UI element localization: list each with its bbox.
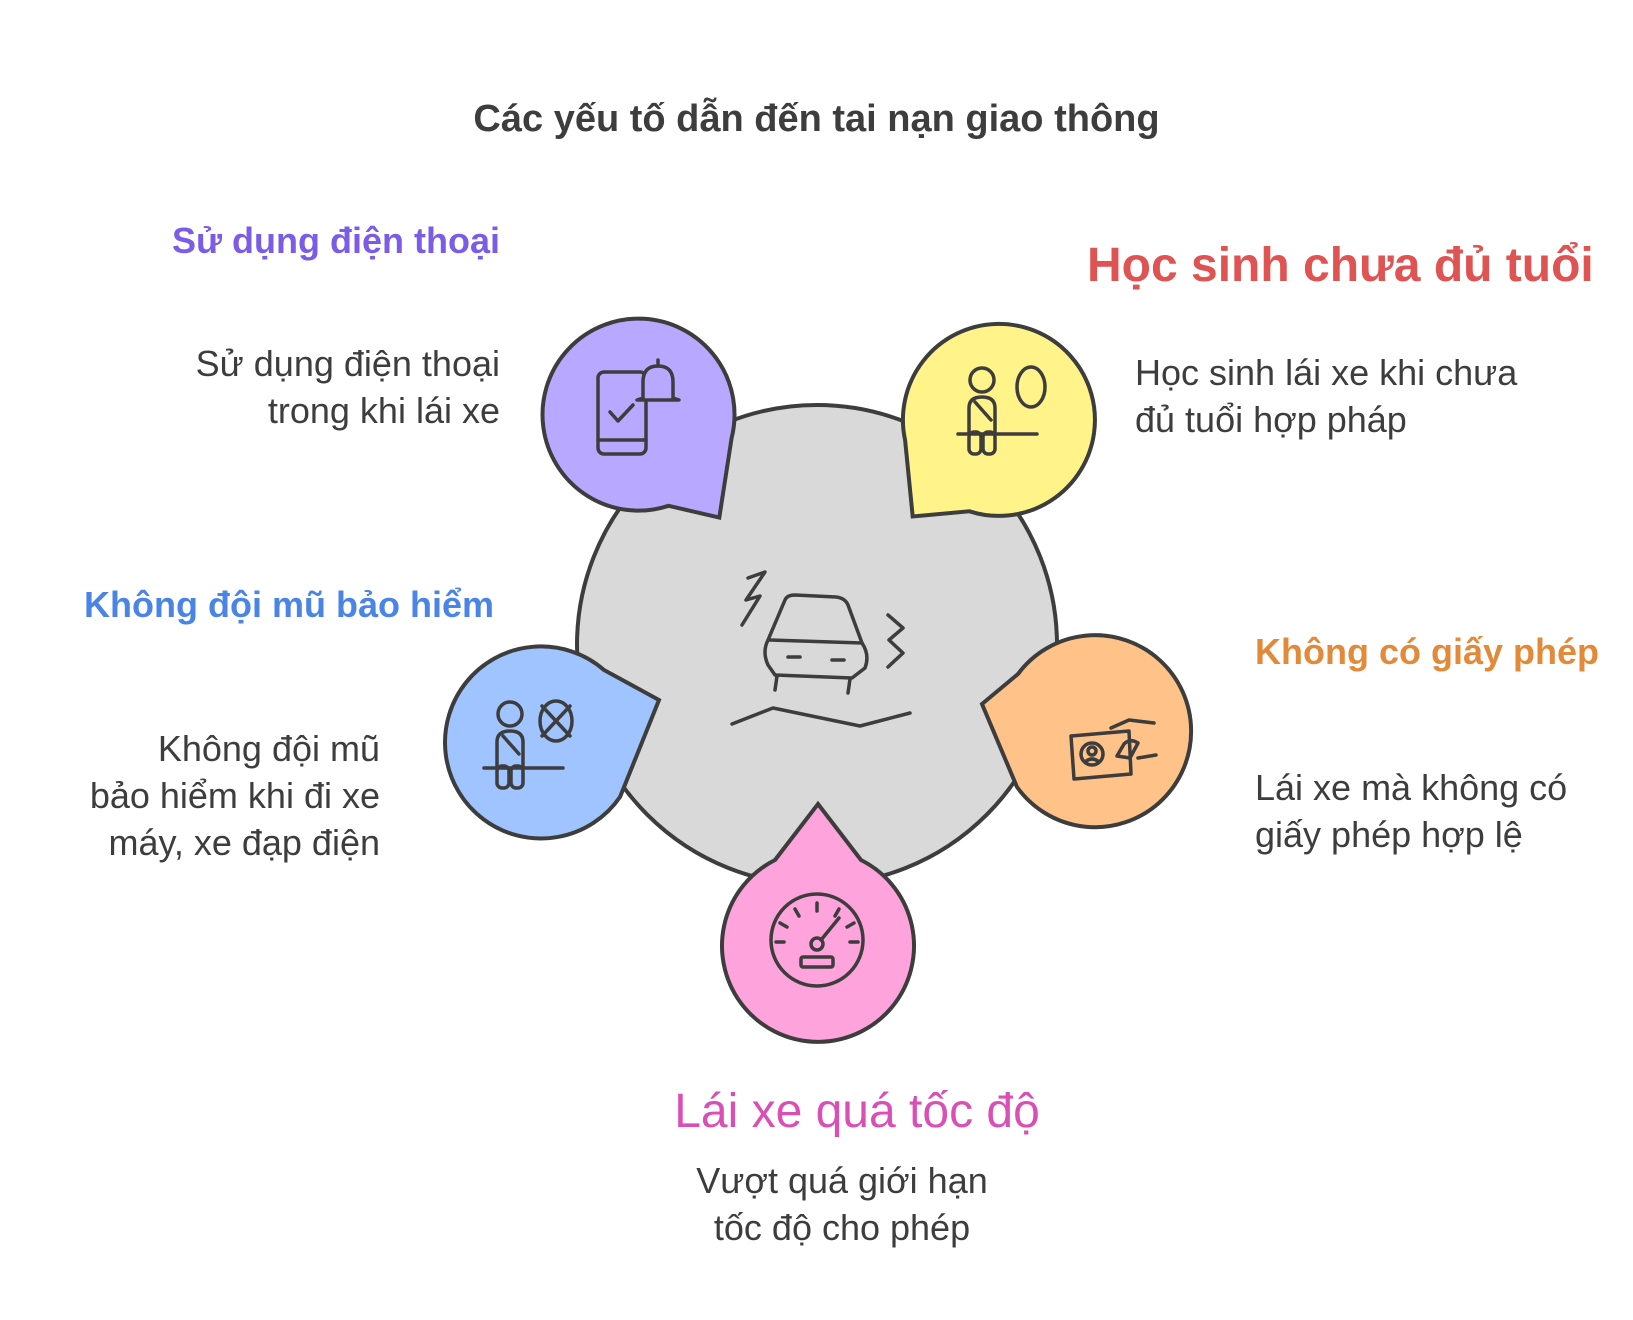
helmet-desc-line-3: máy, xe đạp điện [108, 822, 381, 863]
car-crash-icon [730, 570, 912, 728]
license-card-icon [1069, 718, 1158, 781]
helmet-desc-line-2: bảo hiểm khi đi xe [89, 775, 380, 816]
helmet-description: Không đội mũ bảo hiểm khi đi xe máy, xe … [20, 725, 380, 866]
helmet-heading: Không đội mũ bảo hiểm [84, 584, 494, 625]
phone-bell-icon [596, 358, 681, 456]
license-desc-line-1: Lái xe mà không có [1255, 767, 1568, 808]
no-helmet-icon [482, 699, 574, 790]
speed-desc-line-1: Vượt quá giới hạn [696, 1160, 988, 1201]
license-description: Lái xe mà không có giấy phép hợp lệ [1255, 764, 1567, 858]
phone-teardrop [540, 316, 737, 521]
license-heading: Không có giấy phép [1255, 631, 1600, 672]
helmet-desc-line-1: Không đội mũ [157, 728, 380, 769]
page-title: Các yếu tố dẫn đến tai nạn giao thông [473, 98, 1160, 140]
underage-desc-line-1: Học sinh lái xe khi chưa [1135, 352, 1518, 393]
helmet-teardrop [443, 644, 662, 841]
underage-desc-line-2: đủ tuổi hợp pháp [1135, 399, 1407, 440]
speed-teardrop [720, 800, 916, 1044]
student-icon [956, 365, 1047, 456]
speedometer-icon [769, 892, 865, 988]
speed-heading: Lái xe quá tốc độ [674, 1085, 1040, 1138]
underage-description: Học sinh lái xe khi chưa đủ tuổi hợp phá… [1135, 349, 1517, 443]
speed-description: Vượt quá giới hạn tốc độ cho phép [587, 1157, 1097, 1251]
phone-description: Sử dụng điện thoại trong khi lái xe [60, 340, 500, 434]
phone-heading: Sử dụng điện thoại [171, 220, 500, 261]
phone-desc-line-2: trong khi lái xe [267, 390, 500, 431]
phone-desc-line-1: Sử dụng điện thoại [195, 343, 500, 384]
underage-teardrop [901, 321, 1097, 519]
license-desc-line-2: giấy phép hợp lệ [1255, 814, 1523, 855]
speed-desc-line-2: tốc độ cho phép [713, 1207, 971, 1248]
underage-heading: Học sinh chưa đủ tuổi [1087, 239, 1594, 292]
license-teardrop [979, 633, 1194, 830]
